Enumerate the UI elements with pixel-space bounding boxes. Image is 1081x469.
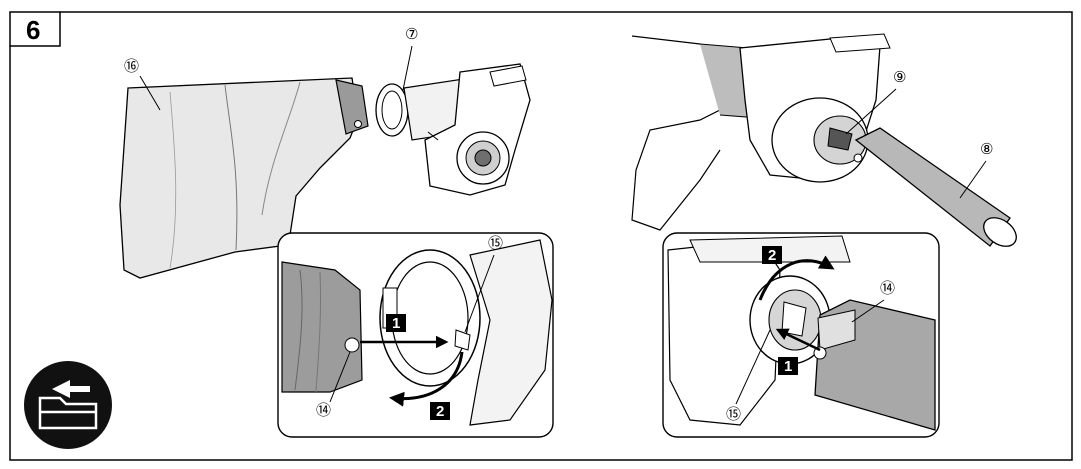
svg-text:⑭: ⑭ <box>880 279 895 297</box>
step-2-badge-right: 2 <box>762 246 782 264</box>
figure-number-box <box>9 11 61 47</box>
svg-text:⑨: ⑨ <box>893 68 906 86</box>
hand-and-blower-right <box>631 33 891 231</box>
callout-14-left: ⑭ <box>316 351 351 419</box>
svg-text:2: 2 <box>436 403 444 420</box>
callout-8: ⑧ <box>959 140 993 199</box>
dust-bag-illustration <box>119 77 369 279</box>
svg-text:⑮: ⑮ <box>726 405 741 423</box>
svg-text:⑦: ⑦ <box>405 25 418 43</box>
svg-text:1: 1 <box>392 315 400 332</box>
figure-number: 6 <box>26 15 40 45</box>
callout-15-left: ⑮ <box>464 234 503 333</box>
step-2-badge-left: 2 <box>430 402 450 420</box>
callout-15-right: ⑮ <box>726 329 771 423</box>
figure-frame <box>9 11 1073 461</box>
blower-tool-left <box>375 63 531 196</box>
svg-text:⑯: ⑯ <box>124 57 139 75</box>
svg-text:⑮: ⑮ <box>488 234 503 252</box>
callout-14-right: ⑭ <box>851 279 895 323</box>
callout-16: ⑯ <box>122 55 161 111</box>
inset-panel-left <box>277 232 554 438</box>
svg-text:1: 1 <box>784 358 792 375</box>
svg-text:⑧: ⑧ <box>980 140 993 158</box>
callout-7: ⑦ <box>402 25 418 91</box>
nozzle-right <box>853 127 1017 247</box>
step-1-badge-left: 1 <box>386 314 406 332</box>
svg-text:⑭: ⑭ <box>316 401 331 419</box>
callout-9: ⑨ <box>845 68 906 135</box>
step-1-badge-right: 1 <box>778 357 798 375</box>
inset-panel-right <box>662 232 940 438</box>
battery-removal-icon <box>24 361 112 449</box>
svg-text:2: 2 <box>768 247 776 264</box>
